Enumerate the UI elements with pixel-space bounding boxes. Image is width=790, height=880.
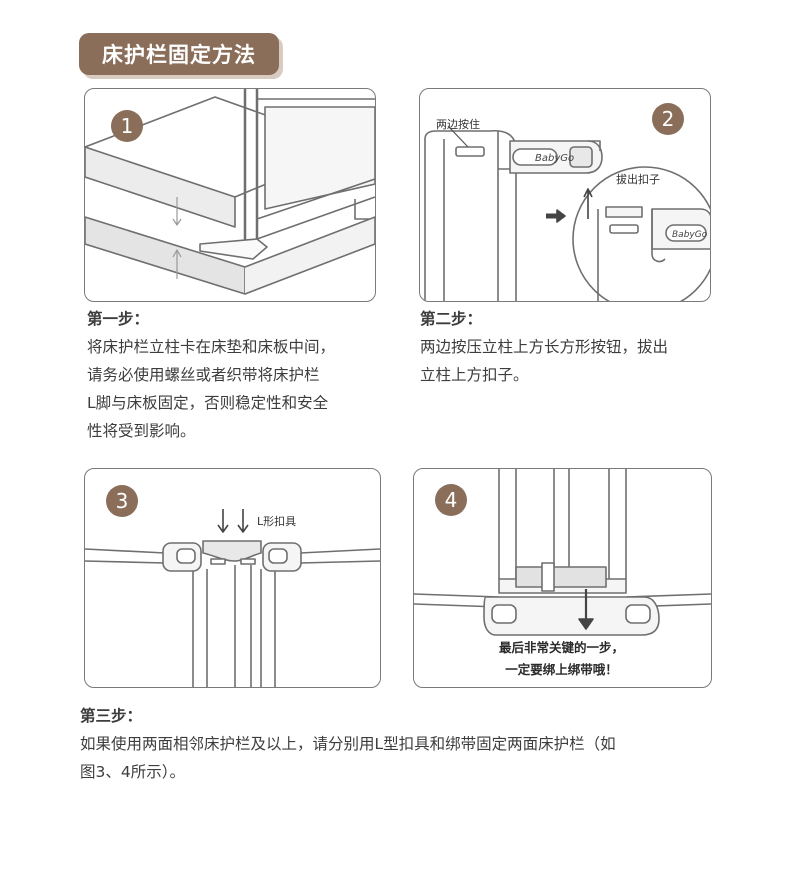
step-1-drawing [85, 89, 375, 295]
step-2-drawing: BabyGo BabyGo [424, 125, 710, 301]
step-3-drawing [85, 509, 380, 687]
page-title: 床护栏固定方法 [79, 33, 279, 75]
step-4-drawing [414, 469, 711, 636]
step-1-line: 将床护栏立柱卡在床垫和床板中间， [87, 338, 336, 356]
pull-out-buckle-label: 拔出扣子 [616, 173, 660, 186]
step-2-line: 两边按压立柱上方长方形按钮，拔出 [420, 338, 669, 356]
step-4-illustration: 4 最后非常关键的一步， 一定要绑上绑带哦！ [413, 468, 712, 688]
l-shaped-clip-label: L形扣具 [257, 515, 297, 528]
step-4-note: 最后非常关键的一步， 一定要绑上绑带哦！ [499, 637, 624, 681]
step-3-heading: 第三步： [80, 707, 143, 725]
step-2-illustration: BabyGo BabyGo 2 两边按住 拔出扣子 [419, 88, 711, 302]
step-1-line: 请务必使用螺丝或者织带将床护栏 [87, 366, 320, 384]
step-3-caption: 第三步： 如果使用两面相邻床护栏及以上，请分别用L型扣具和绑带固定两面床护栏（如… [80, 702, 740, 786]
step-2-line: 立柱上方扣子。 [420, 366, 529, 384]
step-1-heading: 第一步： [87, 310, 150, 328]
step-4-note-line: 一定要绑上绑带哦！ [505, 662, 618, 677]
press-both-sides-label: 两边按住 [436, 118, 480, 131]
step-number-badge: 2 [652, 103, 684, 135]
step-number-badge: 3 [106, 485, 138, 517]
step-number-badge: 1 [111, 110, 143, 142]
step-2-caption: 第二步： 两边按压立柱上方长方形按钮，拔出 立柱上方扣子。 [420, 305, 720, 389]
step-4-note-line: 最后非常关键的一步， [499, 640, 625, 655]
step-1-caption: 第一步： 将床护栏立柱卡在床垫和床板中间， 请务必使用螺丝或者织带将床护栏 L脚… [87, 305, 387, 445]
step-1-line: L脚与床板固定，否则稳定性和安全 [87, 394, 329, 412]
step-1-line: 性将受到影响。 [87, 422, 196, 440]
step-3-illustration: 3 L形扣具 [84, 468, 381, 688]
step-3-line: 如果使用两面相邻床护栏及以上，请分别用L型扣具和绑带固定两面床护栏（如 [80, 735, 616, 753]
step-1-illustration: 1 [84, 88, 376, 302]
brand-mark: BabyGo [535, 153, 574, 164]
step-2-heading: 第二步： [420, 310, 483, 328]
step-number-badge: 4 [435, 484, 467, 516]
brand-mark-zoom: BabyGo [672, 230, 708, 240]
step-3-line: 图3、4所示）。 [80, 763, 185, 781]
